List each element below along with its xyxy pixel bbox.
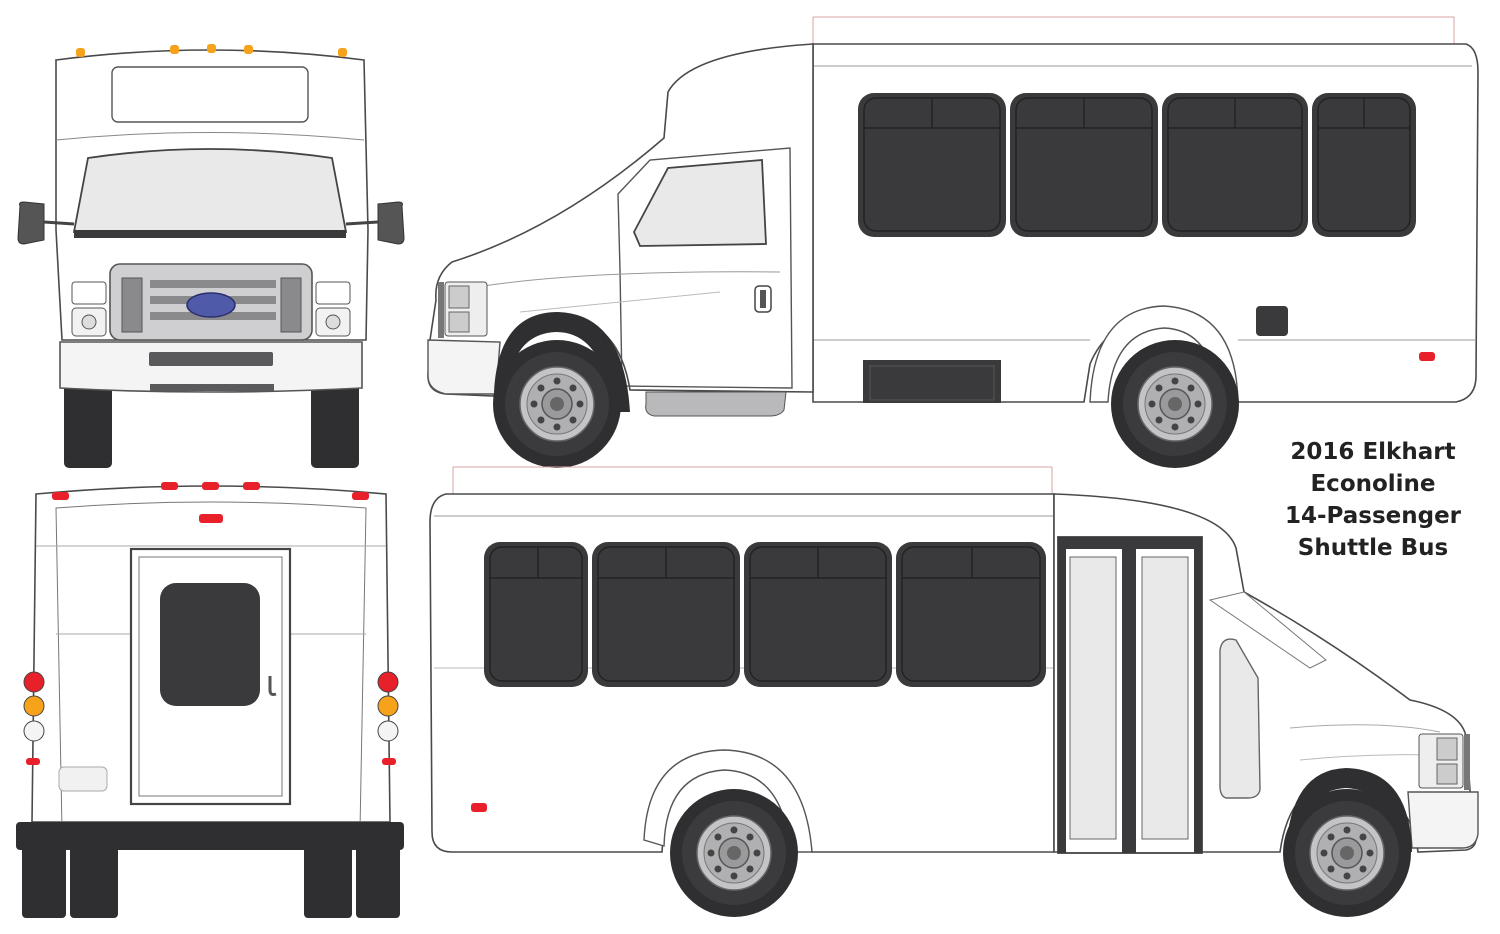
left-rear-fender [643, 749, 813, 853]
title-line-type: Shuttle Bus [1297, 535, 1449, 561]
right-rear-wheel [1110, 339, 1240, 469]
front-wiper-bar [74, 230, 346, 238]
right-running-board[interactable] [645, 391, 787, 417]
mirror-right [377, 201, 405, 245]
tail-light-right-clear [377, 720, 399, 742]
tail-light-left-amber [23, 695, 45, 717]
front-marker-lights [76, 44, 347, 57]
right-front-wheel [492, 339, 622, 469]
right-storage-compartment[interactable] [863, 360, 1001, 403]
right-cab-window [633, 159, 767, 247]
rear-tire-3 [304, 832, 352, 918]
right-window-1 [858, 93, 1006, 237]
license-plate-area [58, 766, 108, 792]
front-bumper [59, 341, 363, 393]
rear-tire-2 [70, 832, 118, 918]
rear-tire-1 [22, 832, 66, 918]
left-rear-wheel [669, 788, 799, 918]
rear-tire-4 [356, 832, 400, 918]
headlight-left [71, 281, 107, 305]
door-glass-left [1069, 556, 1117, 840]
right-side-view [427, 16, 1479, 469]
left-front-fender [1286, 768, 1412, 852]
right-fuel-door[interactable] [1256, 306, 1288, 336]
front-windshield [72, 148, 348, 233]
right-front-fender [494, 312, 630, 412]
right-cab-door[interactable] [617, 147, 793, 389]
front-upper-window [111, 66, 309, 123]
tail-light-left-red [23, 671, 45, 693]
rear-door-handle[interactable] [268, 676, 277, 696]
headlight-right [315, 281, 351, 305]
left-window-4 [896, 542, 1046, 687]
ford-logo [186, 292, 236, 318]
tail-light-right-amber [377, 695, 399, 717]
blueprint-title: 2016 Elkhart Econoline 14-Passenger Shut… [1262, 436, 1484, 564]
tail-light-right-red [377, 671, 399, 693]
front-tire-left [64, 380, 112, 468]
right-front-bumper [427, 339, 501, 395]
left-side-windows [484, 542, 1046, 687]
left-cab-window [1219, 638, 1261, 799]
left-front-bumper [1407, 791, 1479, 849]
rear-door-window [160, 583, 260, 706]
title-line-capacity: 14-Passenger [1284, 503, 1462, 529]
tail-light-left-clear [23, 720, 45, 742]
right-side-windows [858, 93, 1416, 237]
mirror-left [17, 201, 45, 245]
front-view [17, 44, 405, 468]
right-window-3 [1162, 93, 1308, 237]
rear-view [16, 482, 404, 918]
door-glass-right [1141, 556, 1189, 840]
left-side-view [429, 466, 1479, 918]
title-line-year-make: 2016 Elkhart [1290, 439, 1456, 465]
right-window-4 [1312, 93, 1416, 237]
left-window-1 [484, 542, 588, 687]
title-line-model: Econoline [1310, 471, 1436, 497]
left-front-wheel [1282, 788, 1412, 918]
right-window-2 [1010, 93, 1158, 237]
front-tire-right [311, 380, 359, 468]
rear-bumper [16, 822, 404, 850]
rear-marker-lights [52, 482, 369, 523]
